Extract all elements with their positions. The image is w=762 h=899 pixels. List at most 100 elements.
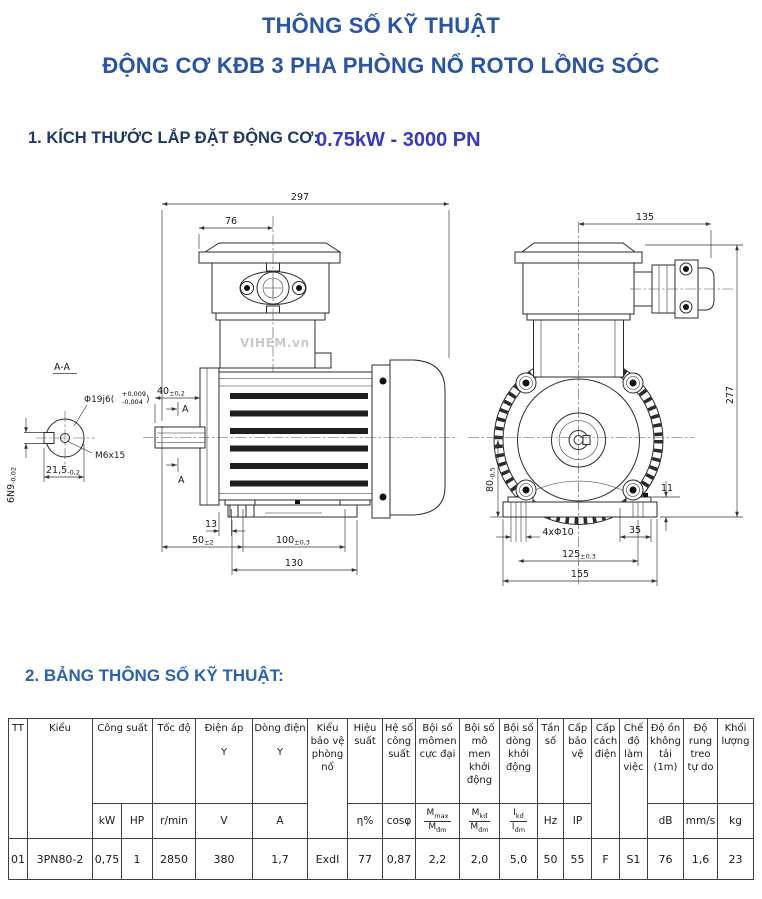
val-bao-ve: ExdI	[307, 838, 348, 880]
val-a: 1,7	[252, 838, 308, 880]
col-do-rung: Độ rung treo tự do	[683, 718, 718, 804]
watermark: VIHEM.vn	[240, 336, 310, 350]
base-plate-side	[227, 504, 358, 518]
col-che-do-lam-viec: Chế độ làm việc	[619, 718, 648, 839]
shaft-dia-tol-up: +0,009	[122, 390, 146, 398]
unit-kg: kg	[717, 803, 754, 839]
section1-heading: 1. KÍCH THƯỚC LẮP ĐẶT ĐỘNG CƠ:	[28, 129, 319, 147]
col-cap-cach-dien: Cấp cách điện	[591, 718, 620, 839]
endshield-bolts	[515, 372, 644, 501]
col-boi-so-momen-khoi-dong: Bội số mô men khởi động	[459, 718, 500, 804]
dim-foot-front: 50±2	[192, 535, 214, 547]
base-key-block	[295, 500, 300, 504]
val-eta: 77	[347, 838, 383, 880]
foot-section-hatch-2	[245, 504, 255, 518]
dim-shaft-ext: 40±0,2	[157, 386, 185, 398]
terminal-box-lid	[198, 251, 341, 264]
rear-foot	[339, 499, 371, 506]
dim-key-pos: 13	[205, 519, 217, 530]
neck-inner-lines	[540, 320, 616, 377]
section-marker-bottom: A	[178, 475, 185, 486]
dim-foot-edge: 35	[629, 525, 641, 536]
thread-leader	[66, 440, 93, 454]
gland-bolt-right-head	[296, 285, 302, 291]
val-che-do: S1	[619, 838, 648, 880]
shaft-keyway	[582, 435, 591, 445]
dim-hole-span: 125±0,3	[562, 549, 596, 561]
unit-a: A	[252, 803, 308, 839]
unit-v: V	[195, 803, 253, 839]
foot-key-block	[643, 493, 648, 497]
col-tan-so: Tần số	[537, 718, 564, 804]
dim-overall-length: 297	[291, 192, 309, 203]
motor-model-label: 0.75kW - 3000 PN	[316, 129, 481, 151]
page-title-line1: THÔNG SỐ KỸ THUẬT	[261, 13, 501, 38]
val-mmax: 2,2	[415, 838, 460, 880]
side-view	[154, 242, 446, 519]
front-foot	[224, 499, 256, 506]
dia-leader	[73, 404, 88, 427]
val-ip: 55	[563, 838, 592, 880]
dim-foot-holes: 4xΦ10	[542, 527, 573, 538]
unit-ip: IP	[563, 803, 592, 839]
val-hp: 1	[121, 838, 153, 880]
col-he-so-cong-suat: Hệ số công suất	[382, 718, 416, 804]
base-plate-front	[502, 501, 658, 518]
shaft-dia-tol-dn: -0,004	[122, 398, 143, 406]
dim-base-width: 155	[571, 569, 589, 580]
dim-foot-thickness: 11	[661, 483, 673, 494]
val-ikd: 5,0	[499, 838, 538, 880]
col-khoi-luong: Khối lượng	[717, 718, 754, 804]
data-row: 01 3PN80-2 0,75 1 2850 380 1,7 ExdI 77 0…	[8, 838, 754, 880]
gland-bolt-left-head	[244, 285, 250, 291]
val-cos: 0,87	[382, 838, 416, 880]
gland-bolt-left	[240, 281, 254, 295]
dim-foot-span: 100±0,3	[276, 535, 310, 547]
dim-axis-height: 80-0,5	[485, 467, 497, 492]
val-tt: 01	[8, 838, 28, 880]
cover-bolt-bottom	[379, 493, 387, 501]
col-kieu: Kiểu	[27, 718, 93, 839]
shaft-dia-close: )	[146, 395, 150, 405]
val-db: 76	[647, 838, 684, 880]
front-view	[493, 242, 715, 542]
val-mkd: 2,0	[459, 838, 500, 880]
shaft-dia-label: Φ19j6(	[84, 395, 114, 405]
gland-bolt-right	[292, 281, 306, 295]
motor-technical-drawing: VIHEM.vn 297 76 40±0,2 13 50±2 100±0,3 1…	[6, 192, 743, 586]
unit-mms: mm/s	[683, 803, 718, 839]
unit-hp: HP	[121, 803, 153, 839]
stator-fin-ring	[494, 356, 663, 524]
dim-overall-height: 277	[725, 386, 736, 404]
drawing-labels: VIHEM.vn 297 76 40±0,2 13 50±2 100±0,3 1…	[6, 192, 736, 580]
unit-db: dB	[647, 803, 684, 839]
dim-key-length: 21,5-0,2	[46, 465, 80, 477]
dimension-lines	[24, 202, 743, 586]
section2-heading: 2. BẢNG THÔNG SỐ KỸ THUẬT:	[25, 666, 284, 685]
foot-section-hatch-1	[229, 504, 239, 518]
dim-box-pos: 76	[225, 216, 237, 227]
col-hieu-suat: Hiệu suất	[347, 718, 383, 804]
val-kg: 23	[717, 838, 754, 880]
val-cach-dien: F	[591, 838, 620, 880]
neck-side	[219, 319, 316, 369]
unit-cos: cosφ	[382, 803, 416, 839]
col-tt: TT	[8, 718, 28, 839]
val-mms: 1,6	[683, 838, 718, 880]
foot-hole-lines	[510, 502, 644, 542]
col-cap-bao-ve: Cấp bảo vệ	[563, 718, 592, 804]
col-boi-so-dong-khoi-dong: Bội số dòng khởi động	[499, 718, 538, 804]
unit-eta: η%	[347, 803, 383, 839]
unit-kw: kW	[92, 803, 122, 839]
key-thread-label: M6x15	[95, 451, 125, 461]
dim-box-length: 135	[636, 212, 654, 223]
unit-hz: Hz	[537, 803, 564, 839]
keyway-bg	[44, 432, 54, 444]
dim-key-width: 6N9-0,02	[6, 467, 18, 503]
val-kieu: 3PN80-2	[27, 838, 93, 880]
